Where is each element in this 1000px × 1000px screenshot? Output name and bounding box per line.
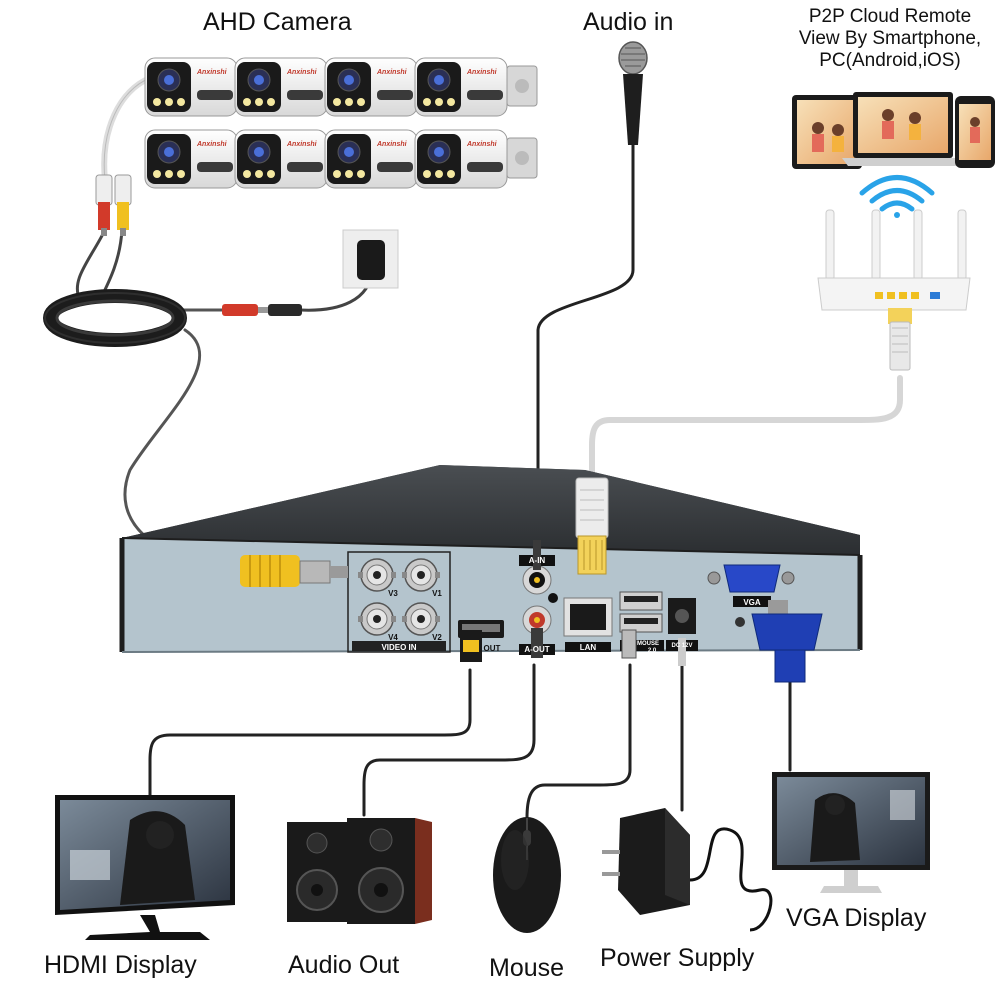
bullet-camera: Anxinshi <box>414 57 538 117</box>
v2-label: V2 <box>432 633 442 642</box>
camera-brand-text: Anxinshi <box>196 141 228 148</box>
microphone <box>618 41 648 145</box>
mouse-label: Mouse <box>489 954 565 982</box>
bnc-ports <box>358 558 440 636</box>
camera-brand-text: Anxinshi <box>376 69 408 76</box>
lan-port <box>563 477 613 652</box>
usb-ports <box>619 591 664 659</box>
wall-outlet <box>342 229 399 289</box>
audio-in-label: Audio in <box>583 8 674 36</box>
bullet-camera: Anxinshi <box>324 57 418 117</box>
ahd-camera-label: AHD Camera <box>203 8 352 36</box>
bnc-connector <box>402 602 440 636</box>
p2p-line-1: P2P Cloud Remote <box>808 6 972 27</box>
bnc-connector <box>358 558 396 592</box>
video-in-label: VIDEO IN <box>381 643 416 652</box>
camera-brand-text: Anxinshi <box>196 69 228 76</box>
camera-brand-text: Anxinshi <box>286 69 318 76</box>
power-adapter <box>602 808 773 932</box>
cables <box>75 75 903 820</box>
hdmi-out-label: OUT <box>484 644 501 653</box>
lan-label: LAN <box>580 643 597 652</box>
vga-monitor <box>772 772 930 893</box>
mouse-port-label: MOUSE <box>637 641 659 647</box>
bullet-camera: Anxinshi <box>144 129 238 189</box>
usb-label: 2.0 <box>648 648 657 654</box>
hdmi-monitor <box>55 795 235 940</box>
p2p-caption: P2P Cloud Remote View By Smartphone, PC(… <box>782 6 998 72</box>
p2p-line-3: PC(Android,iOS) <box>819 50 961 71</box>
router <box>817 209 971 311</box>
rj45-plug-router <box>888 308 912 371</box>
mouse-device <box>493 817 561 933</box>
wifi-icon <box>859 175 935 218</box>
bullet-camera: Anxinshi <box>414 129 538 189</box>
camera-plugs <box>95 174 132 236</box>
remote-devices <box>792 92 995 169</box>
camera-brand-text: Anxinshi <box>466 141 498 148</box>
bullet-camera: Anxinshi <box>234 129 328 189</box>
dc-port <box>666 598 698 666</box>
v1-label: V1 <box>432 589 442 598</box>
hdmi-display-label: HDMI Display <box>44 951 197 979</box>
v3-label: V3 <box>388 589 398 598</box>
port-labels: VIDEO IN V3 V1 V4 V2 OUT A-IN A-OUT LAN … <box>381 556 760 654</box>
vga-port-label: VGA <box>743 598 761 607</box>
hdmi-port <box>458 620 504 662</box>
bullet-camera: Anxinshi <box>324 129 418 189</box>
bnc-connector <box>402 558 440 592</box>
power-supply-label: Power Supply <box>600 944 755 972</box>
bnc-connector <box>358 602 396 636</box>
a-out-label: A-OUT <box>524 645 549 654</box>
audio-out-label: Audio Out <box>288 951 400 979</box>
camera-brand-text: Anxinshi <box>466 69 498 76</box>
bullet-camera: Anxinshi <box>144 57 238 117</box>
camera-brand-text: Anxinshi <box>376 141 408 148</box>
speakers <box>287 818 432 924</box>
dc-inline-connector <box>222 304 302 316</box>
audio-ports <box>519 540 558 658</box>
p2p-line-2: View By Smartphone, <box>798 28 982 49</box>
dc-label: DC 12V <box>671 643 692 649</box>
bullet-camera: Anxinshi <box>234 57 328 117</box>
vga-display-label: VGA Display <box>786 904 927 932</box>
bnc-plug <box>240 555 348 587</box>
a-in-label: A-IN <box>529 556 546 565</box>
camera-brand-text: Anxinshi <box>286 141 318 148</box>
vga-port <box>707 564 823 683</box>
v4-label: V4 <box>388 633 398 642</box>
cable-coil <box>43 289 187 347</box>
